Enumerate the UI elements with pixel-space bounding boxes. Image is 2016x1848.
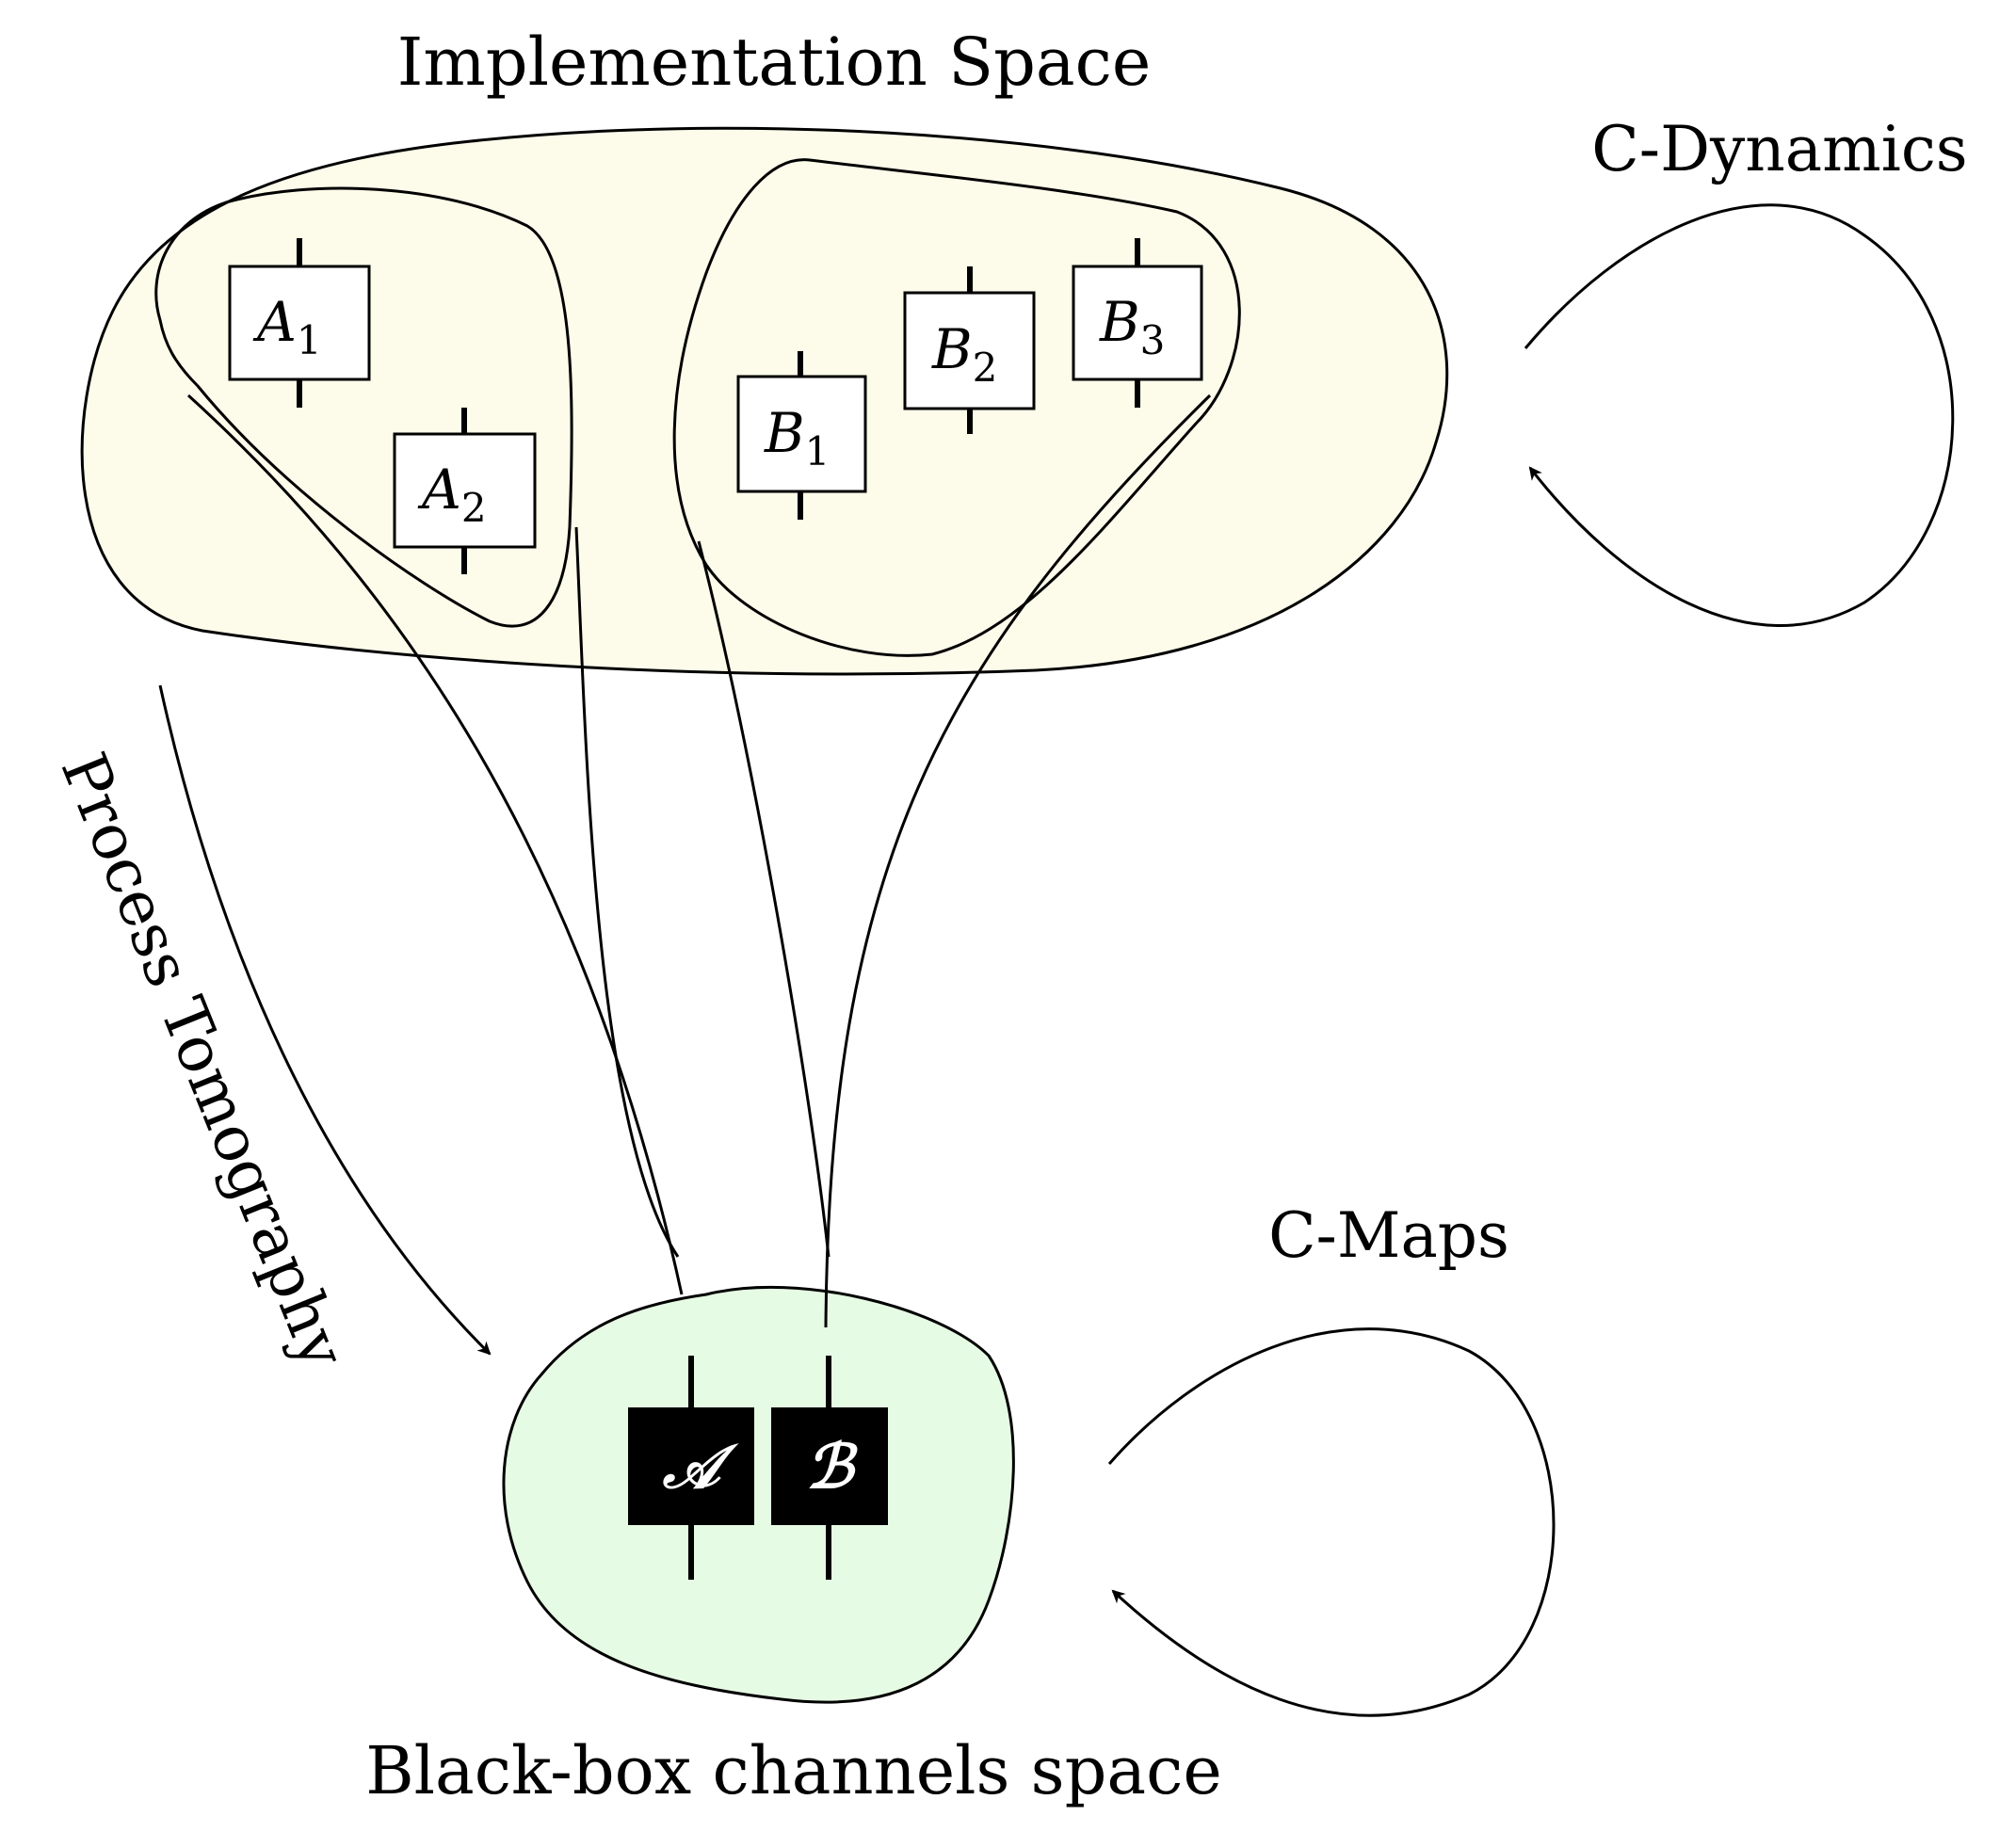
- mapping-curve-b-left: [697, 540, 831, 1258]
- process-tomography-arrow: [158, 684, 492, 1356]
- mapping-curve-b-right: [824, 394, 1212, 1328]
- box-b2-letter: B: [931, 317, 973, 381]
- box-b2-subscript: 2: [973, 345, 998, 391]
- svg-text:B2: B2: [931, 317, 997, 391]
- box-b3: B3: [1072, 238, 1203, 408]
- box-b3-letter: B: [1099, 290, 1140, 354]
- black-box-space-label: Black-box channels space: [365, 1732, 1222, 1809]
- box-b1-letter: B: [764, 401, 805, 465]
- black-box-space-region: [502, 1285, 1015, 1704]
- svg-text:A1: A1: [252, 290, 322, 363]
- black-box-b-letter: ℬ: [806, 1432, 859, 1503]
- box-a1: A1: [228, 238, 371, 408]
- mapping-curve-a-left: [186, 394, 684, 1295]
- box-b2: B2: [903, 266, 1036, 434]
- svg-text:B1: B1: [764, 401, 830, 474]
- box-b1-subscript: 1: [805, 428, 831, 474]
- box-a2-letter: A: [417, 458, 461, 522]
- box-a2: A2: [393, 408, 537, 574]
- a-subregion: [154, 186, 573, 628]
- box-a2-subscript: 2: [461, 485, 487, 531]
- box-a1-letter: A: [252, 290, 297, 354]
- b-subregion: [672, 158, 1241, 657]
- black-box-b: ℬ: [771, 1356, 888, 1580]
- process-tomography-label: Process Tomography: [47, 743, 361, 1378]
- box-a1-subscript: 1: [297, 317, 322, 363]
- box-b3-subscript: 3: [1140, 317, 1166, 363]
- c-dynamics-label: C-Dynamics: [1591, 113, 1967, 185]
- c-maps-label: C-Maps: [1268, 1199, 1509, 1272]
- black-box-a: 𝒜: [628, 1356, 754, 1580]
- implementation-space-label: Implementation Space: [397, 24, 1152, 101]
- svg-text:B3: B3: [1099, 290, 1165, 363]
- c-dynamics-loop: [1524, 203, 1955, 627]
- c-maps-loop: [1107, 1327, 1556, 1717]
- box-b1: B1: [736, 351, 867, 520]
- mapping-curve-a-right: [574, 526, 680, 1258]
- svg-text:A2: A2: [417, 458, 487, 531]
